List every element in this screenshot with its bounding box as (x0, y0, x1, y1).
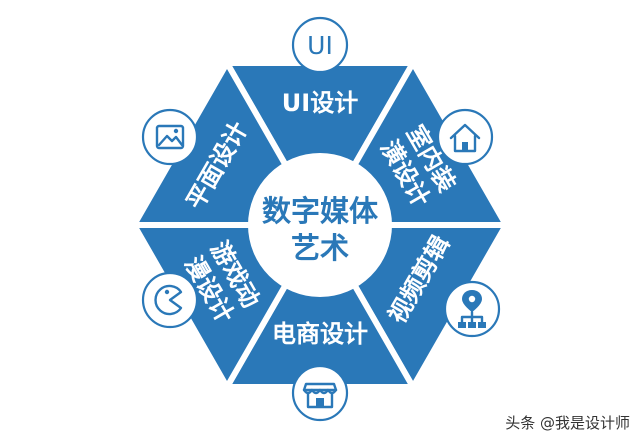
center-title-line1: 数字媒体 (262, 194, 379, 228)
house-icon (436, 108, 494, 166)
label-ecommerce-design: 电商设计 (272, 320, 368, 348)
label-ui-design: UI设计 (282, 89, 358, 117)
center-title-line2: 艺术 (291, 231, 349, 265)
svg-text:UI: UI (307, 31, 333, 60)
pacman-icon (141, 271, 199, 329)
storefront-icon (291, 364, 349, 422)
center-disc (248, 153, 392, 297)
image-icon (141, 108, 199, 166)
network-pin-icon (443, 280, 501, 338)
watermark: 头条 @我是设计师 (505, 414, 630, 432)
ui-icon: UI (291, 16, 349, 74)
